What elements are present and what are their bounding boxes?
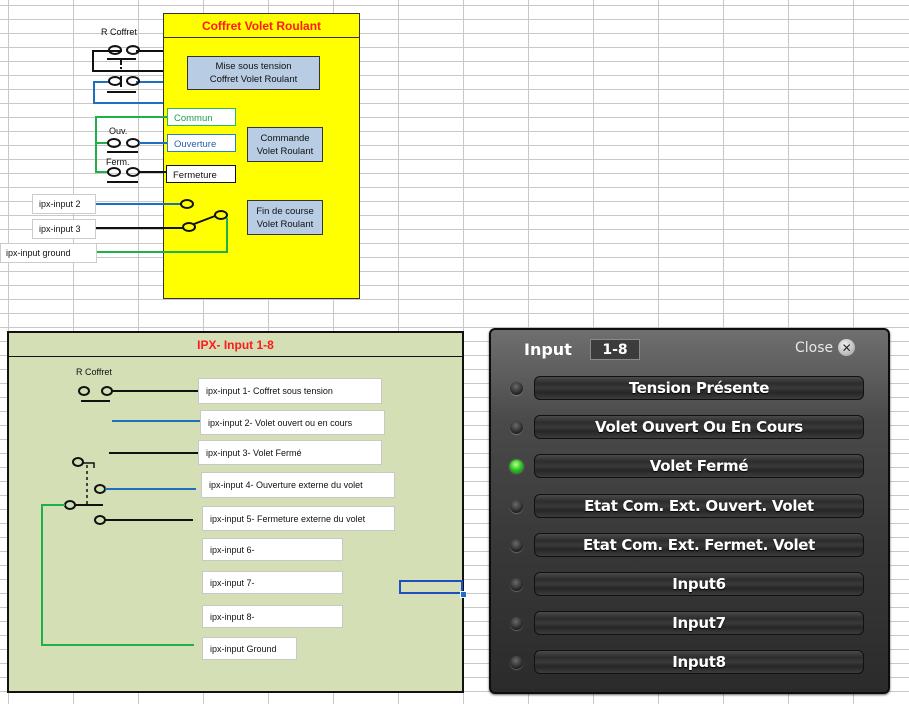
ipx-r-coffret-label: R Coffret	[76, 367, 112, 377]
fill-handle[interactable]	[460, 591, 467, 598]
coffret-title-text: Coffret Volet Roulant	[201, 18, 322, 33]
status-led-off	[510, 617, 523, 630]
ipx-input-1-box[interactable]: ipx-input 1- Coffret sous tension	[198, 378, 382, 404]
close-circle-icon[interactable]: ✕	[838, 339, 856, 356]
input-button-label: Volet Fermé	[649, 457, 749, 475]
input-button-3[interactable]: Volet Fermé	[534, 454, 864, 478]
input-button-label: Input6	[672, 575, 726, 593]
ipx-input-ground-label: ipx-input Ground	[210, 643, 277, 654]
fin-de-course-line2: Volet Roulant	[256, 218, 314, 230]
ipx-input-2-box[interactable]: ipx-input 2- Volet ouvert ou en cours	[200, 410, 385, 435]
ipx-input-1-label: ipx-input 1- Coffret sous tension	[206, 386, 333, 396]
ipx-input-3-label: ipx-input 3- Volet Fermé	[206, 447, 302, 458]
ipx-input-8-box[interactable]: ipx-input 8-	[202, 605, 343, 628]
coffret-title[interactable]: Coffret Volet Roulant	[163, 13, 360, 38]
input-button-8[interactable]: Input8	[534, 650, 864, 674]
input-button-5[interactable]: Etat Com. Ext. Fermet. Volet	[534, 533, 864, 557]
input-button-label: Tension Présente	[628, 379, 770, 397]
commun-label-box[interactable]: Commun	[167, 108, 236, 126]
input-range-selector[interactable]: 1-8	[590, 339, 640, 360]
ipx-input-3-box[interactable]: ipx-input 3- Volet Fermé	[198, 440, 382, 465]
input-button-1[interactable]: Tension Présente	[534, 376, 864, 400]
ipx-input-ground-box[interactable]: ipx-input ground	[0, 243, 97, 263]
ipx-input-ground-box[interactable]: ipx-input Ground	[202, 637, 297, 660]
ipx-input-5-label: ipx-input 5- Fermeture externe du volet	[210, 513, 366, 524]
close-label: Close	[795, 339, 834, 356]
input-button-label: Etat Com. Ext. Ouvert. Volet	[584, 497, 814, 515]
ipx-input-7-box[interactable]: ipx-input 7-	[202, 571, 343, 594]
input-button-4[interactable]: Etat Com. Ext. Ouvert. Volet	[534, 494, 864, 518]
status-led-off	[510, 656, 523, 669]
selected-cell[interactable]	[399, 580, 463, 594]
ipx-input-2-box[interactable]: ipx-input 2	[32, 194, 96, 214]
status-led-off	[510, 500, 523, 513]
r-coffret-label: R Coffret	[101, 27, 137, 37]
ipx-input-8-label: ipx-input 8-	[210, 611, 255, 622]
ipx-panel-title-text: IPX- Input 1-8	[197, 337, 274, 352]
input-button-label: Etat Com. Ext. Fermet. Volet	[582, 536, 816, 554]
mise-sous-tension-line2: Coffret Volet Roulant	[209, 74, 298, 85]
ipx-input-2-label: ipx-input 2	[39, 199, 81, 209]
fin-de-course-line1: Fin de course	[256, 205, 314, 217]
input-button-7[interactable]: Input7	[534, 611, 864, 635]
status-led-off	[510, 539, 523, 552]
mise-sous-tension-line1: Mise sous tension	[215, 61, 292, 72]
ipx-input-6-label: ipx-input 6-	[210, 544, 255, 555]
fermeture-label: Fermeture	[173, 170, 217, 181]
commun-label: Commun	[174, 113, 213, 124]
ipx-input-3-label: ipx-input 3	[39, 224, 81, 234]
ipx-input-4-label: ipx-input 4- Ouverture externe du volet	[209, 480, 363, 490]
close-button[interactable]: Close ✕	[795, 339, 856, 356]
commande-line1: Commande	[260, 132, 310, 144]
status-led-off	[510, 578, 523, 591]
input-range-value: 1-8	[602, 341, 628, 358]
ouv-label: Ouv.	[109, 126, 128, 136]
ipx-input-3-box[interactable]: ipx-input 3	[32, 219, 96, 239]
ipx-input-2-label: ipx-input 2- Volet ouvert ou en cours	[208, 417, 353, 428]
status-led-off	[510, 382, 523, 395]
ipx-input-4-box[interactable]: ipx-input 4- Ouverture externe du volet	[201, 472, 395, 498]
input-button-2[interactable]: Volet Ouvert Ou En Cours	[534, 415, 864, 439]
ipx-panel-title[interactable]: IPX- Input 1-8	[7, 331, 464, 357]
ipx-input-7-label: ipx-input 7-	[210, 577, 255, 588]
ferm-label: Ferm.	[106, 157, 130, 167]
input-button-label: Input8	[672, 653, 726, 671]
fermeture-label-box[interactable]: Fermeture	[166, 165, 236, 183]
ipx-input-5-box[interactable]: ipx-input 5- Fermeture externe du volet	[202, 506, 395, 531]
status-led-on	[510, 460, 523, 473]
input-button-label: Input7	[672, 614, 726, 632]
ipx-input-ground-label: ipx-input ground	[6, 248, 71, 258]
commande-line2: Volet Roulant	[256, 145, 314, 157]
status-led-off	[510, 421, 523, 434]
input-widget-title: Input	[524, 340, 572, 359]
ouverture-label-box[interactable]: Ouverture	[167, 134, 236, 152]
input-button-label: Volet Ouvert Ou En Cours	[595, 418, 803, 436]
input-button-6[interactable]: Input6	[534, 572, 864, 596]
ouverture-label: Ouverture	[174, 139, 217, 150]
ipx-input-6-box[interactable]: ipx-input 6-	[202, 538, 343, 561]
